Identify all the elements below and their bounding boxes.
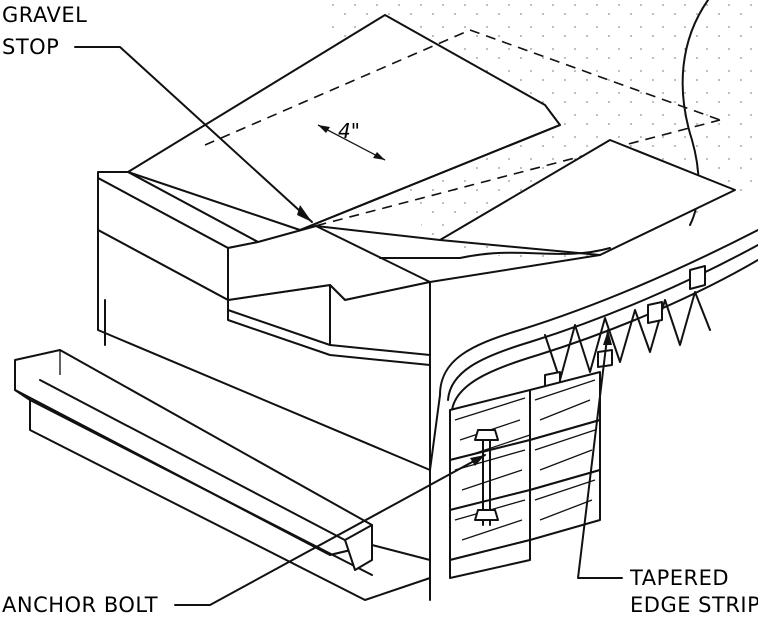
dimension-4in: 4" [317, 119, 386, 161]
anchor-bolt-label: ANCHOR BOLT [2, 593, 158, 617]
anchor-bolts [474, 429, 499, 526]
tapered-label-line1: TAPERED [629, 566, 729, 590]
stripping-ply [439, 139, 736, 259]
wood-nailers [449, 371, 601, 579]
dimension-label: 4" [338, 119, 360, 143]
gravel-stop-callout: GRAVEL STOP [2, 3, 313, 223]
anchor-bolt-callout: ANCHOR BOLT [2, 454, 486, 617]
tapered-edge-strip [544, 265, 711, 399]
tapered-label-line2: EDGE STRIP [630, 593, 758, 617]
gutter [14, 349, 431, 601]
tapered-edge-strip-callout: TAPERED EDGE STRIP [577, 329, 758, 617]
gravel-stop-label-line2: STOP [2, 35, 59, 59]
gravel-stop-label-line1: GRAVEL [2, 3, 87, 27]
gravel-stop-body [97, 171, 601, 601]
